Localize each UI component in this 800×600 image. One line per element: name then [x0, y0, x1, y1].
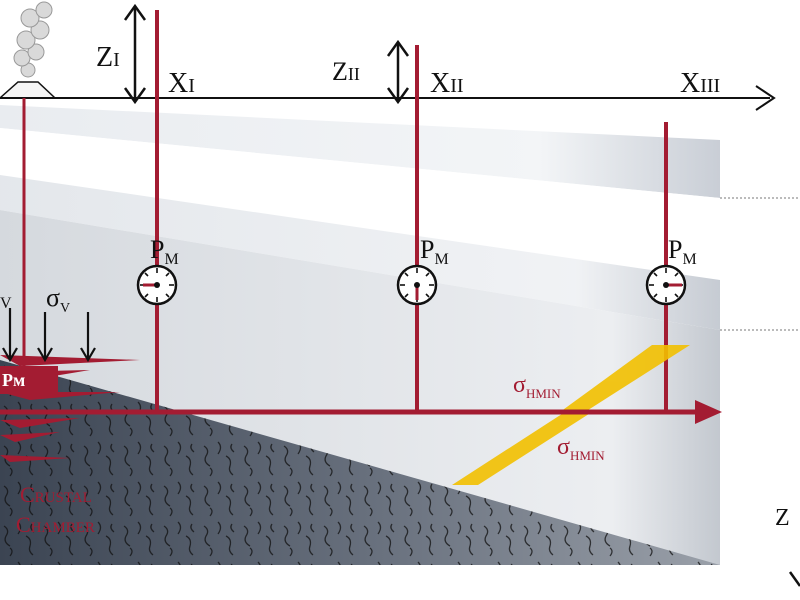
chamber-label-line1: Crustal	[20, 482, 92, 507]
z-edge-label: Z	[775, 505, 790, 531]
upper-layer-band	[0, 105, 720, 198]
gauge-label-x1: PM	[150, 235, 179, 268]
sigma-v-arrows	[2, 308, 96, 363]
volcano	[0, 1, 57, 99]
horizontal-sill	[0, 400, 722, 424]
depth-arrow-z2	[386, 39, 410, 105]
magma-fingers	[0, 355, 140, 462]
pressure-gauge-x2	[396, 264, 438, 306]
z-edge-arrow-icon	[788, 571, 800, 587]
depth-arrow-z1	[123, 3, 147, 105]
volcano-cone	[0, 81, 57, 99]
pressure-gauge-x1	[136, 264, 178, 306]
surface-axis	[0, 85, 776, 111]
sill-arrowhead-icon	[695, 400, 722, 424]
chamber-label-line2: Chamber	[16, 512, 95, 537]
yellow-fracture	[452, 345, 690, 485]
x3-label: XIII	[680, 68, 720, 99]
x-axis-arrowhead-icon	[755, 85, 776, 111]
magma-pressure-label: Pм	[2, 370, 25, 390]
eruption-plume-icon	[13, 1, 53, 78]
sigma-hmin-lower-label: σHMIN	[557, 434, 605, 463]
sigma-v-partial-label: V	[0, 295, 12, 312]
sigma-hmin-upper-label: σHMIN	[513, 372, 561, 401]
gauge-label-x3: PM	[668, 235, 697, 268]
z2-label: ZII	[332, 57, 360, 86]
x2-label: XII	[430, 68, 464, 99]
x1-label: XI	[168, 68, 195, 99]
z1-label: ZI	[96, 42, 120, 73]
middle-layer-shade	[0, 175, 720, 330]
sigma-v-label: σV	[46, 283, 70, 316]
gauge-label-x2: PM	[420, 235, 449, 268]
pressure-gauge-x3	[645, 264, 687, 306]
